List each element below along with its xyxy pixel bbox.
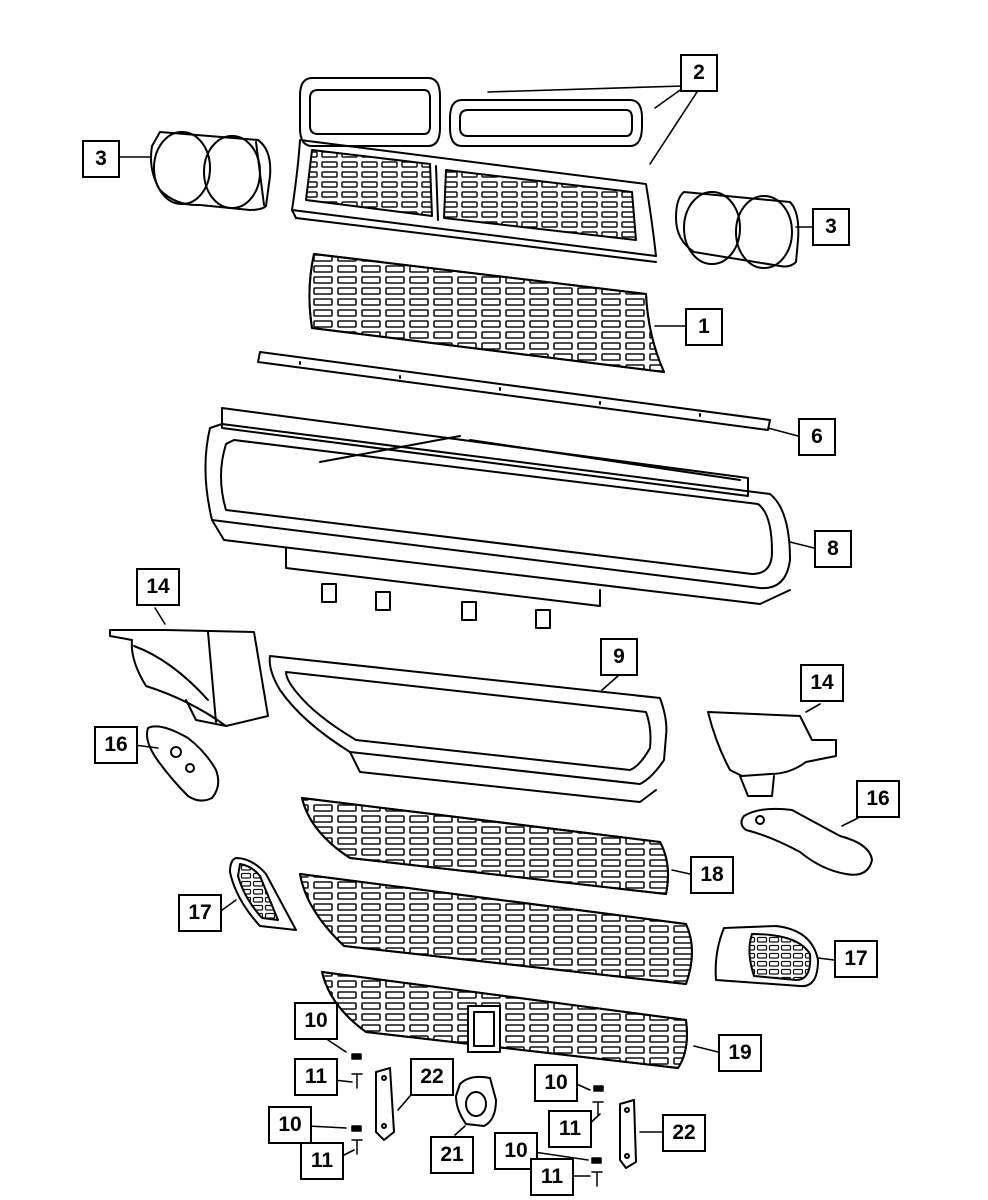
part-1-grille-mesh — [308, 253, 665, 373]
callout-11-a: 11 — [294, 1058, 338, 1096]
part-18-mesh — [301, 797, 669, 895]
part-17-right-side-grille — [714, 925, 819, 988]
part-14-right-air-duct — [707, 711, 837, 797]
part-2-upper-bezels — [299, 77, 643, 147]
part-3-left-headlamp-bezel — [150, 131, 272, 211]
callout-17-left: 17 — [178, 894, 222, 932]
part-14-left-air-duct — [109, 629, 269, 727]
callout-11-c: 11 — [300, 1142, 344, 1180]
part-22-brackets — [375, 1067, 637, 1169]
part-3-right-headlamp-bezel — [675, 191, 800, 269]
part-16-left-bracket — [146, 725, 220, 802]
callout-18: 18 — [690, 856, 734, 894]
callout-11-d: 11 — [530, 1158, 574, 1196]
part-19-lower-mesh — [321, 971, 688, 1069]
part-21-tow-hook-cover — [455, 1075, 497, 1127]
callout-16-right: 16 — [856, 780, 900, 818]
callout-14-right: 14 — [800, 664, 844, 702]
callout-3-right: 3 — [812, 208, 850, 246]
lower-grille-mesh — [299, 873, 693, 985]
callout-2: 2 — [680, 54, 718, 92]
callout-10-c: 10 — [268, 1106, 312, 1144]
leader-lines — [119, 85, 859, 1177]
callout-6: 6 — [798, 418, 836, 456]
callout-3-left: 3 — [82, 140, 120, 178]
part-17-left-side-grille — [229, 857, 297, 931]
callout-22-left: 22 — [410, 1058, 454, 1096]
part-9-lower-frame — [268, 655, 668, 803]
callout-9: 9 — [600, 638, 638, 676]
part-6-trim-strip — [257, 351, 771, 431]
callout-11-b: 11 — [548, 1110, 592, 1148]
callout-1: 1 — [685, 308, 723, 346]
upper-grille — [291, 139, 657, 263]
callout-19: 19 — [718, 1034, 762, 1072]
callout-10-a: 10 — [294, 1002, 338, 1040]
part-16-right-bracket — [740, 807, 873, 876]
part-8-grille-frame — [204, 407, 791, 629]
callout-22-right: 22 — [662, 1114, 706, 1152]
callout-16-left: 16 — [94, 726, 138, 764]
callout-14-left: 14 — [136, 568, 180, 606]
callout-8: 8 — [814, 530, 852, 568]
callout-10-b: 10 — [534, 1064, 578, 1102]
callout-21: 21 — [430, 1136, 474, 1174]
fasteners-10-11 — [351, 1053, 604, 1187]
callout-17-right: 17 — [834, 940, 878, 978]
